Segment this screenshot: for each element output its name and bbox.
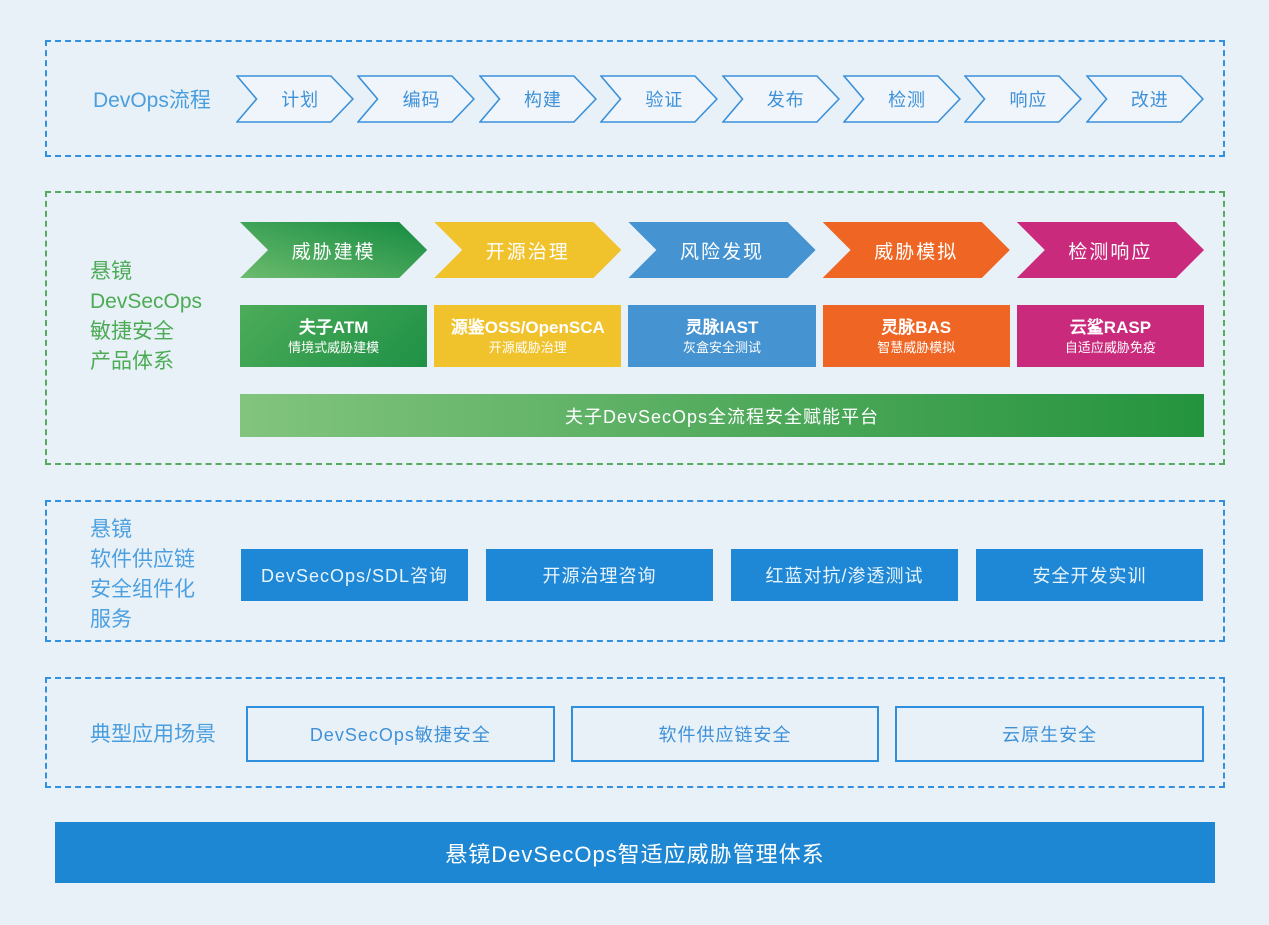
process-step-respond: 响应 (964, 74, 1083, 123)
process-step-label: 改进 (1130, 89, 1169, 110)
stage-arrow-label: 检测响应 (1068, 241, 1153, 263)
label-line: 悬镜 (90, 518, 132, 541)
devops-process-steps: 计划 编码 构建 验证 发布 检测 (236, 74, 1204, 123)
process-step-detect: 检测 (842, 74, 961, 123)
product-system-label: 悬镜 DevSecOps 敏捷安全 产品体系 (90, 257, 202, 377)
process-step-release: 发布 (721, 74, 840, 123)
scenario-devsecops-agile-security: DevSecOps敏捷安全 (246, 706, 555, 762)
services-label: 悬镜 软件供应链 安全组件化 服务 (90, 515, 195, 635)
process-step-build: 构建 (478, 74, 597, 123)
service-oss-governance-consulting: 开源治理咨询 (486, 549, 713, 601)
product-box-oss: 源鉴OSS/OpenSCA 开源威胁治理 (434, 305, 622, 367)
label-line: 服务 (90, 608, 132, 631)
product-subtitle: 开源威胁治理 (488, 339, 567, 355)
product-system-section: 悬镜 DevSecOps 敏捷安全 产品体系 威胁建模 开源治理 风险发现 威胁… (45, 191, 1225, 465)
service-button-row: DevSecOps/SDL咨询 开源治理咨询 红蓝对抗/渗透测试 安全开发实训 (241, 549, 1203, 601)
process-step-label: 编码 (402, 89, 441, 110)
stage-arrow-threat-simulation: 威胁模拟 (823, 222, 1010, 278)
stage-arrow-label: 风险发现 (680, 241, 765, 263)
chevron-outline-icon (357, 74, 476, 123)
scenario-box-row: DevSecOps敏捷安全 软件供应链安全 云原生安全 (246, 706, 1205, 762)
process-step-label: 计划 (281, 89, 320, 110)
chevron-outline-icon (1085, 74, 1204, 123)
product-subtitle: 灰盒安全测试 (683, 339, 762, 355)
product-subtitle: 情境式威胁建模 (288, 339, 380, 355)
product-name: 灵脉IAST (685, 317, 759, 337)
scenario-cloud-native-security: 云原生安全 (895, 706, 1205, 762)
stage-arrow-label: 威胁建模 (291, 241, 376, 263)
stage-arrow-detect-response: 检测响应 (1017, 222, 1204, 278)
process-step-label: 发布 (766, 89, 805, 110)
product-subtitle: 智慧威胁模拟 (877, 339, 956, 355)
process-step-improve: 改进 (1085, 74, 1204, 123)
stage-arrow-oss-governance: 开源治理 (434, 222, 621, 278)
label-line: 产品体系 (90, 350, 174, 373)
services-section: 悬镜 软件供应链 安全组件化 服务 DevSecOps/SDL咨询 开源治理咨询… (45, 500, 1225, 642)
process-step-plan: 计划 (236, 74, 355, 123)
service-red-blue-pentest: 红蓝对抗/渗透测试 (731, 549, 958, 601)
product-box-atm: 夫子ATM 情境式威胁建模 (240, 305, 428, 367)
stage-arrow-threat-modeling: 威胁建模 (240, 222, 427, 278)
stage-arrow-row: 威胁建模 开源治理 风险发现 威胁模拟 检测响应 (240, 222, 1204, 278)
devops-process-label: DevOps流程 (93, 88, 211, 112)
stage-arrow-risk-discovery: 风险发现 (628, 222, 815, 278)
product-box-rasp: 云鲨RASP 自适应威胁免疫 (1016, 305, 1205, 367)
service-devsecops-sdl-consulting: DevSecOps/SDL咨询 (241, 549, 468, 601)
product-name: 灵脉BAS (881, 317, 952, 337)
product-name: 夫子ATM (298, 317, 369, 337)
process-step-verify: 验证 (600, 74, 719, 123)
label-line: 悬镜 (90, 260, 132, 283)
scenarios-section: 典型应用场景 DevSecOps敏捷安全 软件供应链安全 云原生安全 (45, 677, 1225, 788)
stage-arrow-label: 开源治理 (485, 241, 570, 263)
product-stages: 威胁建模 开源治理 风险发现 威胁模拟 检测响应 夫子ATM 情境式威胁建模 源… (240, 222, 1205, 437)
platform-bar: 夫子DevSecOps全流程安全赋能平台 (240, 394, 1204, 437)
label-line: 敏捷安全 (90, 320, 174, 343)
process-step-label: 验证 (645, 89, 684, 110)
product-name: 源鉴OSS/OpenSCA (450, 317, 605, 337)
service-secure-dev-training: 安全开发实训 (976, 549, 1203, 601)
footer-banner: 悬镜DevSecOps智适应威胁管理体系 (55, 822, 1215, 883)
chevron-outline-icon (721, 74, 840, 123)
product-subtitle: 自适应威胁免疫 (1064, 339, 1156, 355)
product-box-bas: 灵脉BAS 智慧威胁模拟 (822, 305, 1010, 367)
chevron-outline-icon (964, 74, 1083, 123)
scenario-supply-chain-security: 软件供应链安全 (570, 706, 880, 762)
process-step-label: 检测 (888, 89, 927, 110)
devops-process-section: DevOps流程 计划 编码 构建 验证 发布 (45, 40, 1225, 157)
label-line: 软件供应链 (90, 548, 195, 571)
process-step-code: 编码 (357, 74, 476, 123)
chevron-outline-icon (842, 74, 961, 123)
product-name: 云鲨RASP (1069, 317, 1152, 337)
label-line: DevSecOps (90, 290, 203, 313)
scenarios-label: 典型应用场景 (90, 722, 216, 746)
chevron-outline-icon (478, 74, 597, 123)
label-line: 安全组件化 (90, 578, 195, 601)
chevron-outline-icon (236, 74, 355, 123)
process-step-label: 构建 (523, 89, 562, 110)
product-box-row: 夫子ATM 情境式威胁建模 源鉴OSS/OpenSCA 开源威胁治理 灵脉IAS… (240, 305, 1205, 367)
stage-arrow-label: 威胁模拟 (874, 241, 959, 263)
chevron-outline-icon (600, 74, 719, 123)
product-box-iast: 灵脉IAST 灰盒安全测试 (628, 305, 816, 367)
process-step-label: 响应 (1009, 89, 1048, 110)
